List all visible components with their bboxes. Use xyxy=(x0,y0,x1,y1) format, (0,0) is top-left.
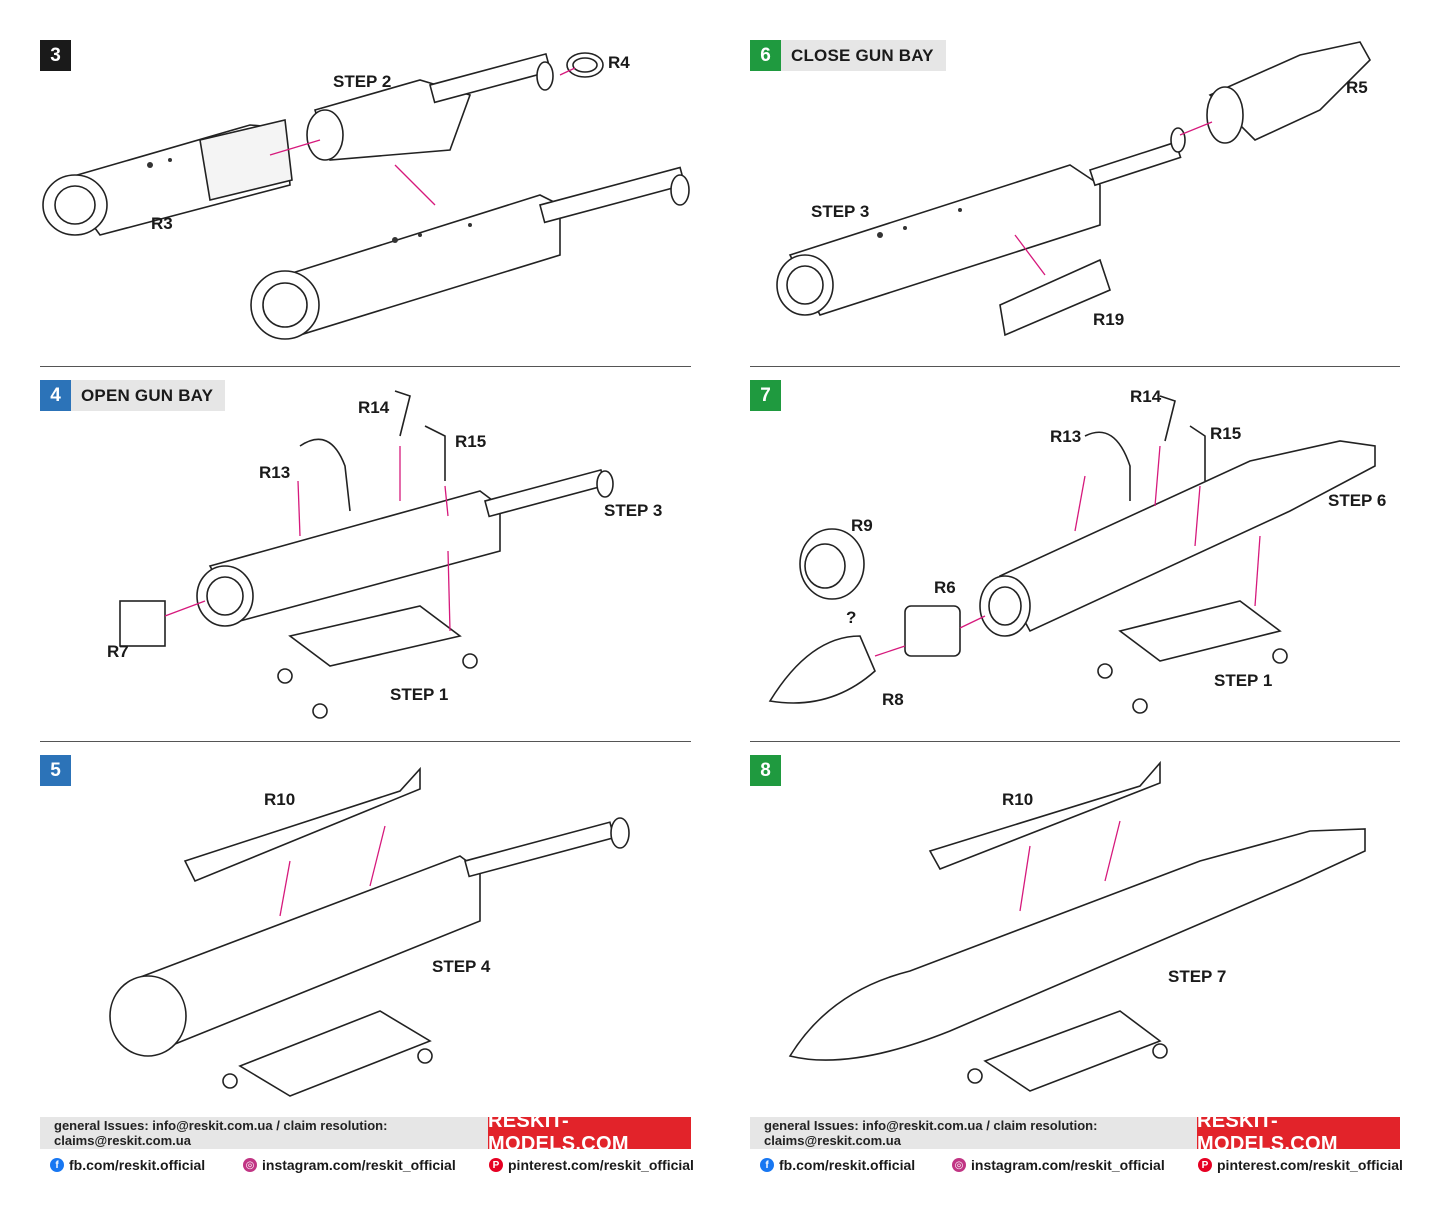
divider xyxy=(40,741,691,742)
divider xyxy=(40,366,691,367)
label-r10: R10 xyxy=(264,790,296,809)
step-7-illustration xyxy=(768,395,1376,714)
label-r5: R5 xyxy=(1346,78,1368,97)
contact-info: general Issues: info@reskit.com.ua / cla… xyxy=(750,1117,1197,1149)
label-r4: R4 xyxy=(608,53,630,72)
label-r13: R13 xyxy=(259,463,291,482)
pinterest-link[interactable]: P pinterest.com/reskit_official xyxy=(489,1157,694,1173)
facebook-icon: f xyxy=(760,1158,774,1172)
label-r10: R10 xyxy=(1002,790,1034,809)
label-r15: R15 xyxy=(1210,424,1242,443)
facebook-link[interactable]: f fb.com/reskit.official xyxy=(50,1157,205,1173)
step-3-illustration xyxy=(42,52,690,340)
instagram-text: instagram.com/reskit_official xyxy=(262,1157,456,1173)
step-number: 8 xyxy=(750,755,781,786)
contact-info: general Issues: info@reskit.com.ua / cla… xyxy=(40,1117,488,1149)
pinterest-text: pinterest.com/reskit_official xyxy=(1217,1157,1403,1173)
step-number: 6 xyxy=(750,40,781,71)
step-3-tag: 3 xyxy=(40,40,71,71)
instagram-icon: ◎ xyxy=(952,1158,966,1172)
step-4-tag: 4 OPEN GUN BAY xyxy=(40,380,226,411)
label-r7: R7 xyxy=(107,642,129,661)
label-r13: R13 xyxy=(1050,427,1082,446)
instagram-link[interactable]: ◎ instagram.com/reskit_official xyxy=(243,1157,456,1173)
label-step3: STEP 3 xyxy=(604,501,663,520)
facebook-icon: f xyxy=(50,1158,64,1172)
instagram-link[interactable]: ◎ instagram.com/reskit_official xyxy=(952,1157,1165,1173)
step-title: OPEN GUN BAY xyxy=(71,380,226,411)
pinterest-text: pinterest.com/reskit_official xyxy=(508,1157,694,1173)
pinterest-icon: P xyxy=(489,1158,503,1172)
step-number: 5 xyxy=(40,755,71,786)
label-step7: STEP 7 xyxy=(1168,967,1227,986)
facebook-link[interactable]: f fb.com/reskit.official xyxy=(760,1157,915,1173)
label-step3: STEP 3 xyxy=(811,202,870,221)
facebook-text: fb.com/reskit.official xyxy=(69,1157,206,1173)
step-title: CLOSE GUN BAY xyxy=(781,40,946,71)
label-question: ? xyxy=(846,608,857,627)
label-r9: R9 xyxy=(851,516,873,535)
step-number: 4 xyxy=(40,380,71,411)
label-r15: R15 xyxy=(455,432,487,451)
label-r14: R14 xyxy=(358,398,390,417)
label-r6: R6 xyxy=(934,578,956,597)
label-step6: STEP 6 xyxy=(1328,491,1387,510)
footer-left: general Issues: info@reskit.com.ua / cla… xyxy=(40,1110,691,1155)
pinterest-link[interactable]: P pinterest.com/reskit_official xyxy=(1198,1157,1403,1173)
step-7-tag: 7 xyxy=(750,380,781,411)
label-r19: R19 xyxy=(1093,310,1125,329)
brand-link[interactable]: RESKIT-MODELS.COM xyxy=(1197,1110,1400,1155)
label-step1: STEP 1 xyxy=(390,685,449,704)
step-5-tag: 5 xyxy=(40,755,71,786)
label-step1: STEP 1 xyxy=(1214,671,1273,690)
step-number: 7 xyxy=(750,380,781,411)
label-step4: STEP 4 xyxy=(432,957,491,976)
step-number: 3 xyxy=(40,40,71,71)
divider xyxy=(750,366,1400,367)
step-8-illustration xyxy=(788,760,1366,1092)
step-4-illustration xyxy=(119,390,614,719)
brand-link[interactable]: RESKIT-MODELS.COM xyxy=(488,1110,691,1155)
label-r14: R14 xyxy=(1130,387,1162,406)
step-6-illustration xyxy=(776,41,1371,337)
instagram-icon: ◎ xyxy=(243,1158,257,1172)
divider xyxy=(750,741,1400,742)
pinterest-icon: P xyxy=(1198,1158,1212,1172)
label-r8: R8 xyxy=(882,690,904,709)
footer-right: general Issues: info@reskit.com.ua / cla… xyxy=(750,1110,1400,1155)
label-step2: STEP 2 xyxy=(333,72,392,91)
facebook-text: fb.com/reskit.official xyxy=(779,1157,916,1173)
step-8-tag: 8 xyxy=(750,755,781,786)
label-r3: R3 xyxy=(151,214,173,233)
step-6-tag: 6 CLOSE GUN BAY xyxy=(750,40,946,71)
instagram-text: instagram.com/reskit_official xyxy=(971,1157,1165,1173)
step-5-illustration xyxy=(109,766,630,1097)
